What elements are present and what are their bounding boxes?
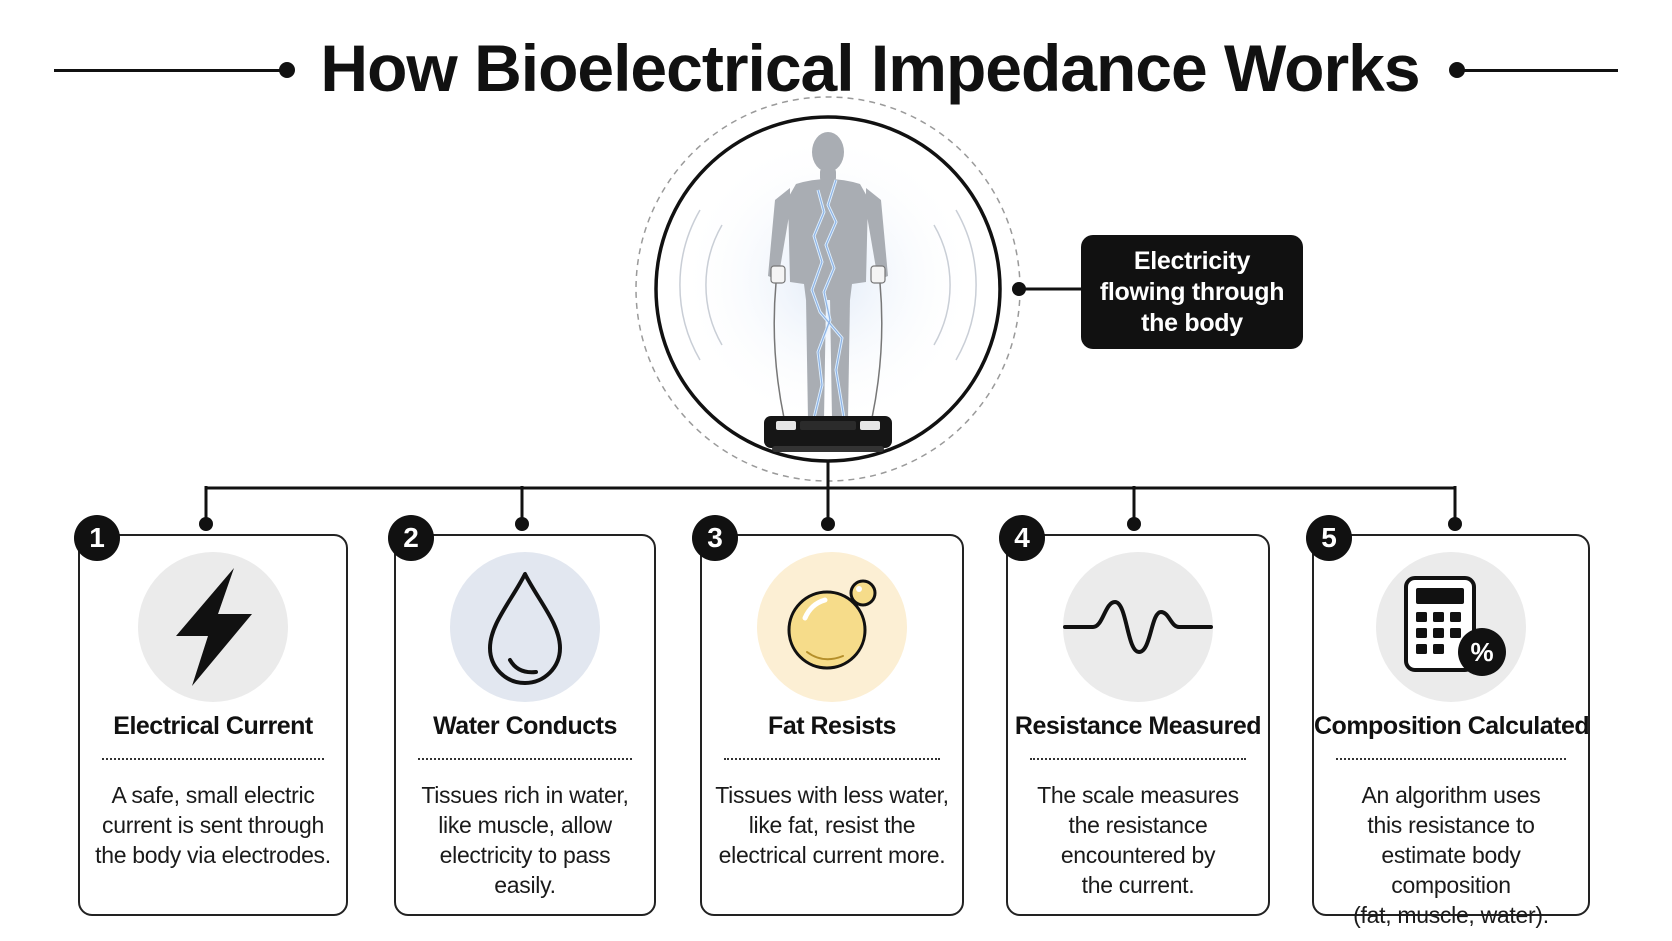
- description-line: the body via electrodes.: [95, 842, 331, 868]
- connector-dots: [199, 517, 1462, 531]
- step-card-water-conducts: Water Conducts Tissues rich in water, li…: [394, 534, 656, 916]
- description-line: Tissues rich in water,: [421, 782, 629, 808]
- callout-line-2: flowing through: [1099, 277, 1285, 306]
- description-line: Tissues with less water,: [715, 782, 949, 808]
- title-rule-dot-left: [279, 62, 295, 78]
- icon-background: [138, 552, 288, 702]
- step-number-badge: 5: [1306, 515, 1352, 561]
- right-hand-electrode-icon: [870, 265, 886, 284]
- dotted-divider: [1336, 758, 1566, 760]
- description-line: (fat, muscle, water).: [1353, 902, 1549, 928]
- dotted-divider: [724, 758, 940, 760]
- step-title: Resistance Measured: [1014, 712, 1262, 740]
- step-description: Tissues rich in water, like muscle, allo…: [406, 780, 644, 900]
- step-description: A safe, small electric current is sent t…: [90, 780, 336, 870]
- title-rule-right: [1458, 69, 1618, 72]
- step-title: Fat Resists: [768, 712, 896, 740]
- description-line: easily.: [494, 872, 556, 898]
- fat-globule-icon: [787, 579, 877, 670]
- dotted-divider: [1030, 758, 1246, 760]
- description-line: A safe, small electric: [111, 782, 315, 808]
- step-number-badge: 3: [692, 515, 738, 561]
- description-line: the resistance: [1068, 812, 1208, 838]
- description-line: current is sent through: [102, 812, 324, 838]
- scale-icon: [764, 416, 892, 448]
- icon-background: [757, 552, 907, 702]
- description-line: like muscle, allow: [438, 812, 612, 838]
- title-rule-left: [54, 69, 284, 72]
- icon-background: [1063, 552, 1213, 702]
- step-card-fat-resists: Fat Resists Tissues with less water, lik…: [700, 534, 964, 916]
- description-line: electricity to pass: [439, 842, 611, 868]
- icon-background: [450, 552, 600, 702]
- lightning-bolt-icon: [176, 568, 252, 686]
- description-line: The scale measures: [1037, 782, 1239, 808]
- body-illustration: [635, 96, 1081, 482]
- title-rule-dot-right: [1449, 62, 1465, 78]
- description-line: like fat, resist the: [748, 812, 916, 838]
- dotted-divider: [102, 758, 324, 760]
- dotted-divider: [418, 758, 632, 760]
- calculator-percent-icon: %: [1404, 576, 1506, 676]
- electricity-callout: Electricity flowing through the body: [1081, 235, 1303, 349]
- step-number-badge: 4: [999, 515, 1045, 561]
- description-line: estimate body composition: [1381, 842, 1521, 898]
- step-description: The scale measures the resistance encoun…: [1018, 780, 1258, 900]
- description-line: electrical current more.: [718, 842, 946, 868]
- left-hand-electrode-icon: [770, 265, 786, 284]
- page-title: How Bioelectrical Impedance Works: [320, 31, 1420, 105]
- description-line: encountered by: [1060, 842, 1216, 868]
- step-title: Composition Calculated: [1314, 712, 1590, 740]
- callout-line-1: Electricity: [1133, 246, 1251, 275]
- icon-background: %: [1376, 552, 1526, 702]
- step-card-resistance-measured: Resistance Measured The scale measures t…: [1006, 534, 1270, 916]
- title-row: How Bioelectrical Impedance Works: [0, 20, 1672, 115]
- step-number-badge: 1: [74, 515, 120, 561]
- callout-line-3: the body: [1141, 308, 1243, 337]
- step-description: Tissues with less water, like fat, resis…: [712, 780, 952, 870]
- connector-tree: [204, 461, 1457, 524]
- svg-text:%: %: [1470, 637, 1493, 667]
- step-number-badge: 2: [388, 515, 434, 561]
- step-card-composition-calculated: % Composition Calculated An algorithm us…: [1312, 534, 1590, 928]
- step-description: An algorithm uses this resistance to est…: [1324, 780, 1578, 930]
- water-drop-icon: [488, 572, 562, 685]
- description-line: this resistance to: [1367, 812, 1535, 838]
- step-title: Electrical Current: [113, 712, 313, 740]
- description-line: An algorithm uses: [1361, 782, 1541, 808]
- step-card-electrical-current: Electrical Current A safe, small electri…: [78, 534, 348, 916]
- description-line: the current.: [1081, 872, 1195, 898]
- step-title: Water Conducts: [433, 712, 617, 740]
- waveform-icon: [1063, 600, 1213, 654]
